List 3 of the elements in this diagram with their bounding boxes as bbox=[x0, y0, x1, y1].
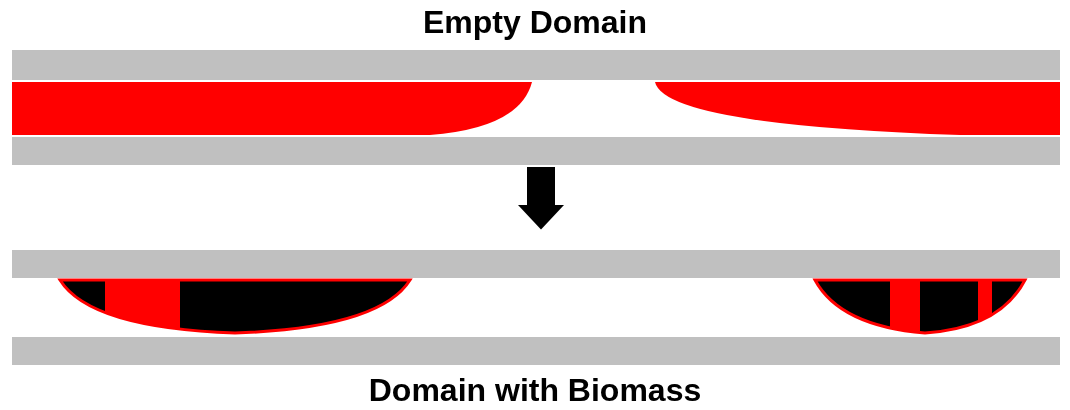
domain-heading: Empty Domain bbox=[423, 6, 647, 38]
arrow bbox=[518, 167, 564, 230]
domain-heading: Domain with Biomass bbox=[368, 374, 702, 406]
